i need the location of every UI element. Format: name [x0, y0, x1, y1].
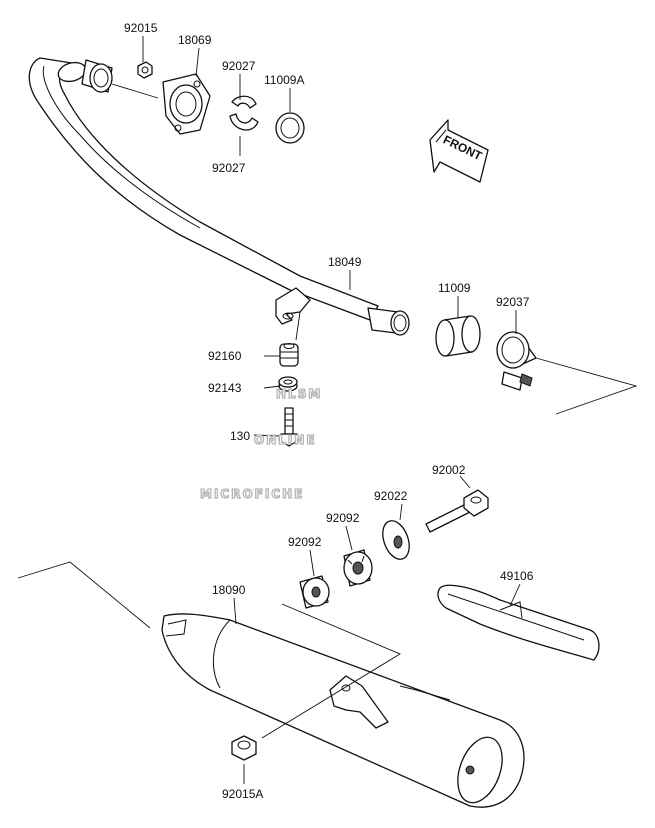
- label-18069: 18069: [178, 33, 212, 47]
- retainer-92027-lower[interactable]: [229, 113, 259, 131]
- label-92022: 92022: [374, 489, 408, 503]
- heat-shield-49106[interactable]: [437, 584, 600, 661]
- label-92143: 92143: [208, 381, 242, 395]
- label-92092-left: 92092: [288, 535, 322, 549]
- flange-18069[interactable]: [162, 73, 211, 135]
- leader-lines: [17, 36, 638, 784]
- damper-92160[interactable]: [279, 343, 299, 367]
- bolt-92002[interactable]: [425, 489, 489, 533]
- muffler-18090[interactable]: [161, 613, 525, 809]
- label-92015: 92015: [124, 21, 158, 35]
- label-18049: 18049: [328, 255, 362, 269]
- watermark: HLSM ONLINE MICROFICHE: [199, 386, 322, 501]
- nut-92015A[interactable]: [231, 735, 257, 761]
- watermark-line-2: ONLINE: [254, 433, 317, 447]
- header-pipe-18049[interactable]: [28, 57, 410, 336]
- collar-92143[interactable]: [278, 376, 298, 392]
- label-11009A: 11009A: [264, 73, 304, 87]
- retainer-92027-upper[interactable]: [231, 95, 257, 109]
- label-92027-bottom: 92027: [212, 161, 246, 175]
- label-92027-top: 92027: [222, 59, 256, 73]
- sleeve-11009[interactable]: [435, 315, 481, 357]
- label-92037: 92037: [496, 295, 530, 309]
- grommet-92092-left[interactable]: [299, 575, 330, 609]
- watermark-line-3: MICROFICHE: [200, 487, 304, 501]
- nut-92015[interactable]: [137, 61, 153, 79]
- label-92092-right: 92092: [326, 511, 360, 525]
- label-18090: 18090: [212, 583, 246, 597]
- gasket-11009A[interactable]: [275, 112, 305, 144]
- label-11009: 11009: [438, 281, 471, 295]
- grommet-92092-right[interactable]: [343, 549, 373, 587]
- front-direction-arrow: FRONT: [429, 119, 489, 183]
- label-92160: 92160: [208, 349, 242, 363]
- watermark-line-1: HLSM: [276, 387, 322, 401]
- label-92015A: 92015A: [222, 787, 263, 801]
- label-130: 130: [230, 429, 250, 443]
- label-49106: 49106: [500, 569, 534, 583]
- label-92002: 92002: [432, 463, 466, 477]
- part-labels: 92015 18069 92027 11009A 92027 18049 110…: [124, 21, 534, 801]
- clamp-92037[interactable]: [496, 331, 537, 391]
- washer-92022[interactable]: [378, 517, 414, 563]
- bolt-130[interactable]: [278, 407, 300, 447]
